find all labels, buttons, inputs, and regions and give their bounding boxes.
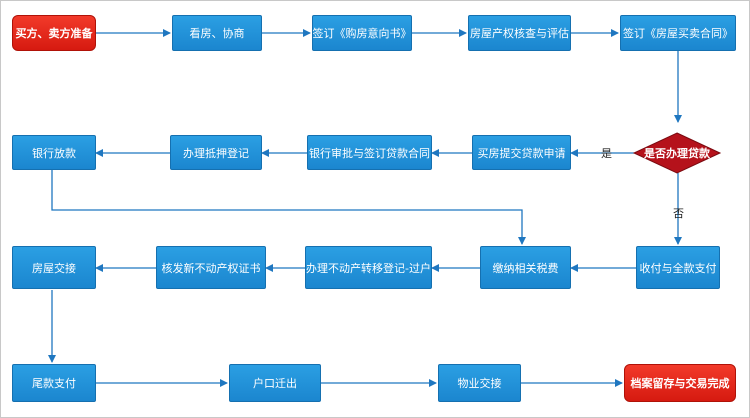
node-archive: 档案留存与交易完成 [624,364,736,402]
node-lend: 银行放款 [12,135,96,170]
node-hukou: 户口迁出 [229,364,321,402]
node-mortgage: 办理抵押登记 [170,135,262,170]
node-prep: 买方、卖方准备 [12,15,96,51]
node-property: 物业交接 [438,364,521,402]
node-handover: 房屋交接 [12,246,96,289]
node-contract: 签订《房屋买卖合同》 [620,15,736,51]
node-verify: 房屋产权核查与评估 [468,15,571,51]
node-transfer: 办理不动产转移登记-过户 [305,246,432,289]
node-apply: 买房提交贷款申请 [472,135,571,170]
node-view: 看房、协商 [172,15,262,51]
edge-label-no: 否 [673,207,684,220]
node-tax: 缴纳相关税费 [480,246,571,289]
node-intent: 签订《购房意向书》 [312,15,412,51]
node-decision: 是否办理贷款 [644,147,710,160]
node-cert: 核发新不动产权证书 [156,246,266,289]
node-final-pay: 尾款支付 [12,364,96,402]
edge-label-yes: 是 [601,147,612,160]
decision-diamond [632,132,722,174]
node-full-pay: 收付与全款支付 [636,246,720,289]
edge-lend-tax [51,170,526,245]
node-approve: 银行审批与签订贷款合同 [307,135,432,170]
